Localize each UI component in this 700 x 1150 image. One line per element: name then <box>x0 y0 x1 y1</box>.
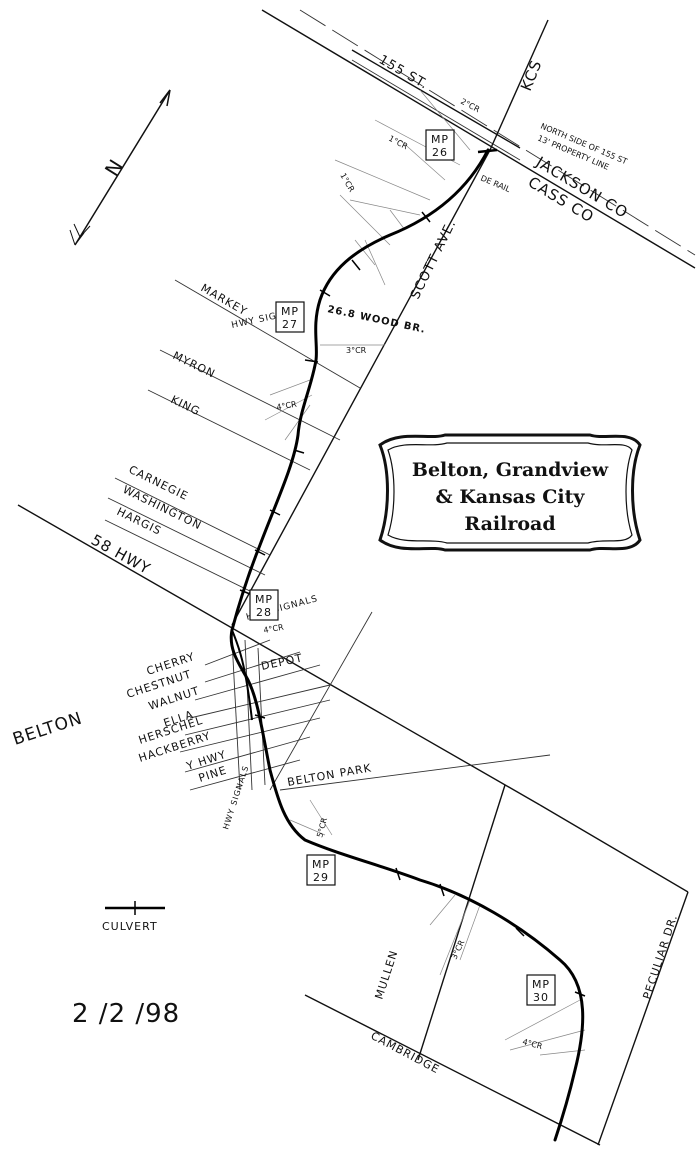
culvert-legend: CULVERT <box>102 901 165 933</box>
culvert-ticks <box>239 211 586 997</box>
road-155-st-b <box>351 59 521 161</box>
road-ella <box>189 684 331 719</box>
road-58-hwy-b <box>539 804 689 893</box>
label-peculiar-dr: PECULIAR DR. <box>640 913 680 1001</box>
svg-text:MP: MP <box>312 858 330 871</box>
label-cambridge: CAMBRIDGE <box>369 1029 442 1076</box>
kcs-ns <box>489 19 549 151</box>
road-peculiar <box>597 891 689 1146</box>
north-label: N <box>100 154 129 180</box>
svg-text:MP: MP <box>431 133 449 146</box>
milepost-29: MP 29 <box>306 854 336 886</box>
road-58-hwy <box>17 504 541 806</box>
title-line-2: & Kansas City <box>436 486 586 508</box>
road-cambridge <box>304 994 601 1146</box>
road-herschel <box>184 699 331 736</box>
road-chestnut <box>204 651 301 683</box>
svg-text:26: 26 <box>432 146 448 159</box>
label-155-st: 155 ST. <box>376 52 431 92</box>
label-belton-park: BELTON PARK <box>286 761 372 789</box>
road-cherry <box>204 639 271 666</box>
road-myron <box>159 349 341 441</box>
map-date: 2 /2 /98 <box>72 999 180 1029</box>
label-scott-ave: SCOTT AVE. <box>408 217 459 301</box>
road-mullen <box>417 784 506 1061</box>
label-curve-4a: 4°CR <box>276 400 298 412</box>
road-carnegie <box>114 477 271 556</box>
railroad-mainline <box>229 148 585 1142</box>
label-curve-3a: 3°CR <box>346 346 367 355</box>
svg-text:27: 27 <box>282 318 298 331</box>
title-line-3: Railroad <box>464 513 555 535</box>
title-line-1: Belton, Grandview <box>412 459 609 481</box>
label-kcs: KCS <box>517 57 546 93</box>
milepost-30: MP 30 <box>526 974 556 1006</box>
svg-text:28: 28 <box>256 606 272 619</box>
road-town-ne <box>269 611 373 791</box>
label-mullen: MULLEN <box>372 948 400 1001</box>
label-curve-4c: 4°CR <box>521 1037 543 1051</box>
svg-text:30: 30 <box>533 991 549 1004</box>
label-markey: MARKEY <box>199 281 250 318</box>
milepost-27: MP 27 <box>275 301 305 333</box>
milepost-28: MP 28 <box>249 589 279 621</box>
road-hackberry <box>179 717 321 753</box>
road-town-v2 <box>244 639 253 791</box>
label-derail: DE RAIL <box>479 174 512 195</box>
milepost-26: MP 26 <box>425 129 455 161</box>
derail-branch <box>477 148 498 154</box>
road-155-st <box>351 49 521 149</box>
label-curve-2: 2°CR <box>459 97 481 115</box>
label-depot: DEPOT <box>260 651 304 673</box>
road-washington <box>107 497 266 576</box>
svg-text:MP: MP <box>281 305 299 318</box>
label-curve-1b: 1°CR <box>338 172 356 194</box>
road-king <box>147 389 311 471</box>
culvert-label: CULVERT <box>102 920 158 933</box>
north-arrow: N <box>69 89 171 246</box>
road-walnut <box>194 664 321 701</box>
road-scott-ave <box>231 149 491 626</box>
label-belton: BELTON <box>10 708 85 749</box>
road-markey <box>174 279 361 389</box>
label-bridge: 26.8 WOOD BR. <box>326 304 426 336</box>
wye-track <box>231 629 253 721</box>
label-58-hwy: 58 HWY <box>88 531 154 578</box>
label-king: KING <box>169 393 203 418</box>
label-myron: MYRON <box>171 349 218 381</box>
road-pine <box>189 759 301 791</box>
road-town-v1 <box>231 639 241 791</box>
road-yhwy <box>184 736 311 773</box>
svg-text:MP: MP <box>255 593 273 606</box>
title-cartouche: Belton, Grandview & Kansas City Railroad <box>378 433 642 552</box>
kcs-line <box>261 9 696 269</box>
svg-text:MP: MP <box>532 978 550 991</box>
svg-text:29: 29 <box>313 871 329 884</box>
curve-hatching <box>264 89 586 1056</box>
label-curve-4b: 4°CR <box>263 623 285 635</box>
road-belton-park <box>279 754 551 791</box>
road-hargis <box>104 519 259 596</box>
